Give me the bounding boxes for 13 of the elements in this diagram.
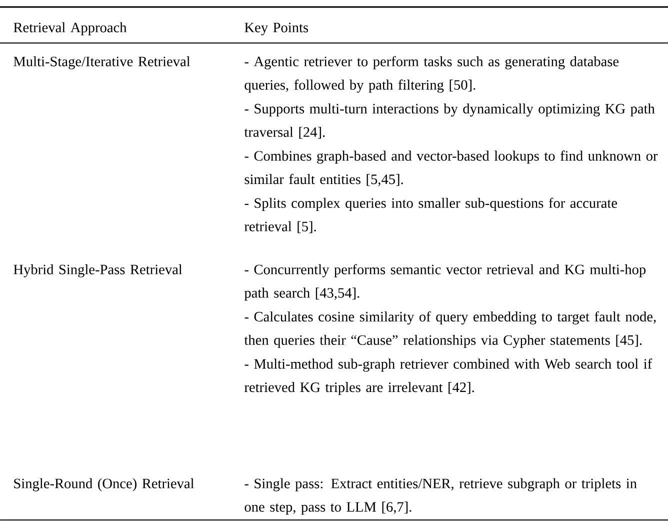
- header-cell: Retrieval Approach: [14, 22, 127, 36]
- table-cell: - Concurrently performs semantic vector retrieval and KG multi-hop path search [43,54].: [244, 264, 646, 301]
- table-cell: - Agentic retriever to perform tasks such as generating database queries, followed by path filtering [50].: [244, 56, 619, 93]
- table-cell: Single-Round (Once) Retrieval: [14, 478, 194, 492]
- table-cell: - Calculates cosine similarity of query embedding to target fault node, then queries their “Cause” relationships via Cypher statements [45].: [244, 311, 656, 348]
- header-cell: Key Points: [244, 22, 308, 36]
- table-cell: - Single pass: Extract entities/NER, retrieve subgraph or triplets in one step, pass to LLM [6,7].: [244, 478, 637, 515]
- table-cell: Hybrid Single-Pass Retrieval: [14, 264, 182, 278]
- table-cell: - Combines graph-based and vector-based lookups to find unknown or similar fault entities [5,45].: [244, 150, 658, 186]
- table-cell: - Splits complex queries into smaller sub-questions for accurate retrieval [5].: [244, 198, 618, 234]
- table-cell: Multi-Stage/Iterative Retrieval: [14, 56, 190, 70]
- table-cell: - Supports multi-turn interactions by dynamically optimizing KG path traversal [24].: [244, 103, 655, 139]
- table-cell: - Multi-method sub-graph retriever combined with Web search tool if retrieved KG triples are irrelevant [42].: [244, 358, 652, 396]
